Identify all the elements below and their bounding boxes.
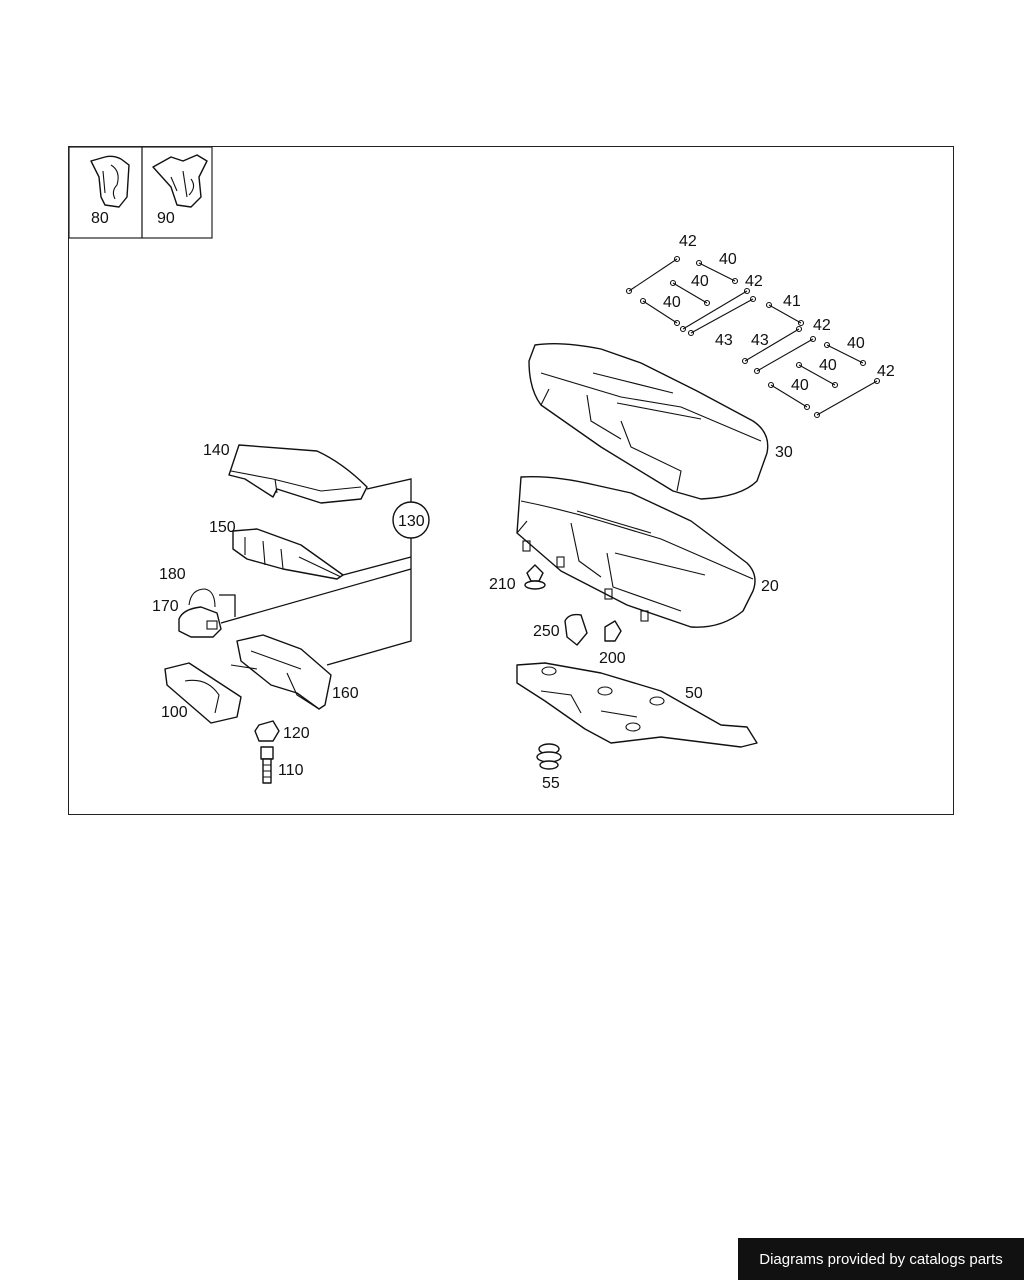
credit-text: Diagrams provided by catalogs parts bbox=[759, 1250, 1003, 1268]
bolt-110 bbox=[260, 746, 274, 784]
label-43: 43 bbox=[751, 332, 769, 349]
label-43: 43 bbox=[715, 332, 733, 349]
label-41: 41 bbox=[783, 293, 801, 310]
clip-80-icon bbox=[90, 155, 130, 208]
inset-label-90: 90 bbox=[157, 210, 175, 227]
base-plate-50 bbox=[516, 662, 758, 748]
label-100: 100 bbox=[161, 704, 188, 721]
label-200: 200 bbox=[599, 650, 626, 667]
armrest-frame-150 bbox=[232, 528, 344, 580]
label-170: 170 bbox=[152, 598, 179, 615]
label-110: 110 bbox=[278, 762, 304, 779]
label-160: 160 bbox=[332, 685, 359, 702]
inset-label-80: 80 bbox=[91, 210, 109, 227]
label-40: 40 bbox=[819, 357, 837, 374]
exploded-parts-diagram: 80 90 bbox=[69, 147, 895, 792]
label-250: 250 bbox=[533, 623, 560, 640]
label-42: 42 bbox=[877, 363, 895, 380]
armrest-hinge-160 bbox=[230, 634, 332, 710]
label-42: 42 bbox=[745, 273, 763, 290]
label-40: 40 bbox=[691, 273, 709, 290]
label-120: 120 bbox=[283, 725, 310, 742]
label-130: 130 bbox=[398, 513, 425, 530]
label-42: 42 bbox=[679, 233, 697, 250]
clip-90-icon bbox=[152, 154, 208, 208]
nut-120 bbox=[254, 720, 280, 742]
grommet-55 bbox=[536, 743, 562, 770]
armrest-cover-140 bbox=[228, 444, 368, 504]
label-55: 55 bbox=[542, 775, 560, 792]
armrest-tray-100 bbox=[164, 662, 242, 724]
label-140: 140 bbox=[203, 442, 230, 459]
label-30: 30 bbox=[775, 444, 793, 461]
inset-box-90: 90 bbox=[141, 147, 213, 239]
clip-180 bbox=[188, 588, 216, 608]
label-210: 210 bbox=[489, 576, 516, 593]
label-40: 40 bbox=[719, 251, 737, 268]
nut-200 bbox=[604, 620, 622, 642]
clip-250 bbox=[564, 613, 588, 646]
part-labels: 42 40 40 42 40 41 43 43 42 40 40 40 42 3… bbox=[152, 233, 895, 792]
label-50: 50 bbox=[685, 685, 703, 702]
label-42: 42 bbox=[813, 317, 831, 334]
label-40: 40 bbox=[663, 294, 681, 311]
seat-cushion-20 bbox=[516, 476, 756, 628]
credit-badge: Diagrams provided by catalogs parts bbox=[738, 1238, 1024, 1280]
clip-210 bbox=[524, 564, 546, 590]
label-20: 20 bbox=[761, 578, 779, 595]
label-40: 40 bbox=[791, 377, 809, 394]
label-150: 150 bbox=[209, 519, 236, 536]
seat-backrest-30 bbox=[528, 342, 769, 500]
assembly-bracket-130 bbox=[219, 478, 430, 666]
label-40: 40 bbox=[847, 335, 865, 352]
wire-group bbox=[625, 255, 881, 419]
cupholder-170 bbox=[178, 606, 222, 638]
inset-box-80: 80 bbox=[69, 147, 143, 239]
label-180: 180 bbox=[159, 566, 186, 583]
parts-diagram-frame: 80 90 bbox=[68, 146, 954, 815]
